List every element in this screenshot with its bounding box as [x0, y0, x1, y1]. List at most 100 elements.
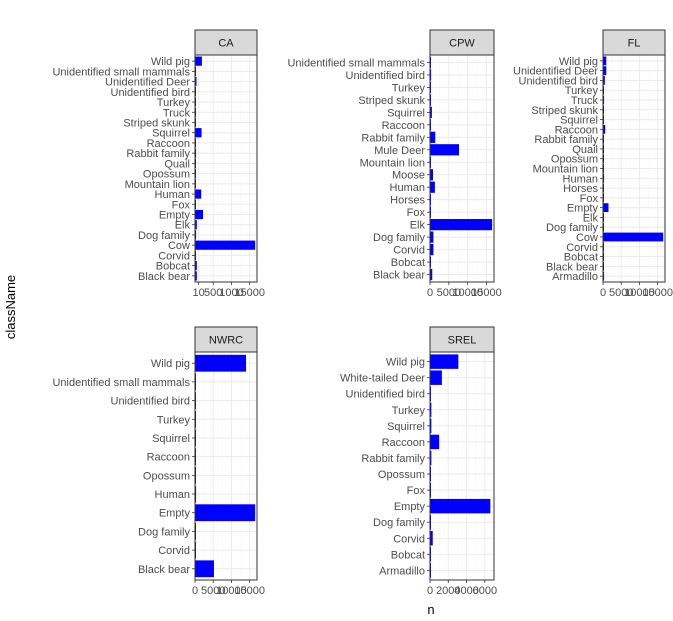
x-tick-label: 5000	[609, 287, 633, 299]
y-tick-label: Bobcat	[391, 257, 425, 269]
bar	[430, 243, 434, 256]
y-tick-label: Opossum	[551, 154, 598, 166]
y-tick-label: Squirrel	[152, 433, 190, 445]
y-tick-label: Quail	[572, 144, 598, 156]
y-tick-label: Elk	[583, 212, 599, 224]
y-tick-label: Dog family	[373, 232, 425, 244]
bar	[430, 370, 442, 385]
bar	[195, 354, 247, 372]
bar	[195, 560, 214, 578]
y-axis-title: className	[3, 275, 18, 339]
y-tick-label: Turkey	[392, 405, 426, 417]
bar	[430, 144, 459, 156]
y-tick-label: Truck	[163, 107, 191, 119]
y-tick-label: Human	[155, 189, 190, 201]
panel-border	[429, 54, 495, 283]
y-tick-label: Black bear	[138, 271, 190, 283]
x-tick-label: 0	[600, 287, 606, 299]
y-tick-label: Squirrel	[387, 421, 425, 433]
bar	[430, 354, 459, 369]
y-tick-label: Empty	[394, 501, 426, 513]
y-tick-label: Dog family	[373, 517, 425, 529]
y-tick-label: Elk	[175, 220, 191, 232]
x-tick-label: 15000	[642, 287, 673, 299]
y-tick-label: Corvid	[158, 250, 190, 262]
bar	[430, 498, 491, 514]
y-tick-label: Unidentified bird	[111, 87, 191, 99]
x-axis-title: n	[427, 602, 434, 617]
y-tick-label: Raccoon	[147, 138, 190, 150]
bar	[430, 434, 440, 450]
bar	[603, 232, 664, 242]
y-tick-label: Mule Deer	[374, 145, 425, 157]
y-tick-label: Cow	[576, 232, 598, 244]
y-tick-label: Raccoon	[147, 452, 190, 464]
y-tick-label: Armadillo	[552, 271, 598, 283]
y-tick-label: Black bear	[138, 564, 190, 576]
y-tick-label: Corvid	[566, 242, 598, 254]
x-tick-label: 10000	[624, 287, 655, 299]
facet-label-nwrc: NWRC	[209, 335, 243, 347]
y-tick-label: Unidentified bird	[111, 396, 191, 408]
x-tick-label: 0	[427, 287, 433, 299]
x-tick-label: 0	[192, 585, 198, 597]
bar	[430, 531, 433, 546]
y-tick-label: Turkey	[392, 82, 426, 94]
facet-strip-ca	[194, 29, 258, 56]
bar	[430, 402, 432, 418]
bar	[195, 56, 202, 66]
panel-border	[194, 54, 258, 283]
bar	[603, 76, 605, 85]
y-tick-label: Mountain lion	[125, 179, 190, 191]
y-tick-label: Horses	[563, 183, 598, 195]
bar	[195, 261, 197, 271]
y-tick-label: Rabbit family	[126, 148, 190, 160]
y-tick-label: Moose	[392, 170, 425, 182]
bar	[430, 69, 432, 81]
y-tick-label: Fox	[580, 193, 599, 205]
bar	[430, 450, 432, 466]
y-tick-label: Squirrel	[152, 128, 190, 140]
bar	[603, 124, 606, 134]
x-tick-label: 10000	[452, 287, 483, 299]
y-tick-label: Wild pig	[559, 56, 598, 68]
y-tick-label: Wild pig	[386, 357, 425, 369]
y-tick-label: Mountain lion	[360, 157, 425, 169]
y-tick-label: Striped skunk	[123, 117, 190, 129]
y-tick-label: Striped skunk	[531, 105, 598, 117]
y-tick-label: Opossum	[378, 469, 425, 481]
y-tick-label: Truck	[571, 95, 599, 107]
y-tick-label: Fox	[407, 485, 426, 497]
y-tick-label: Cow	[168, 240, 190, 252]
bar	[603, 66, 607, 76]
bar	[195, 271, 197, 281]
panel-background	[430, 352, 494, 580]
bar	[195, 220, 197, 230]
y-tick-label: Elk	[410, 220, 426, 232]
y-tick-label: Human	[563, 173, 598, 185]
y-tick-label: Corvid	[393, 533, 425, 545]
y-tick-label: Unidentified small mammals	[52, 377, 190, 389]
bar	[195, 128, 202, 138]
y-tick-label: Raccoon	[555, 124, 598, 136]
bar	[603, 173, 605, 183]
y-tick-label: Turkey	[157, 97, 191, 109]
bar	[430, 268, 433, 281]
y-tick-label: Bobcat	[391, 549, 425, 561]
bar	[430, 181, 435, 193]
bar	[603, 203, 609, 213]
bar	[195, 230, 197, 240]
y-tick-label: Turkey	[157, 414, 191, 426]
y-tick-label: Bobcat	[564, 252, 598, 264]
panel-background	[430, 55, 494, 282]
facet-strip-nwrc	[194, 326, 258, 353]
bar	[195, 504, 256, 522]
bar	[195, 240, 256, 250]
y-tick-label: Opossum	[143, 169, 190, 181]
y-tick-label: Empty	[567, 203, 599, 215]
y-tick-label: Armadillo	[379, 565, 425, 577]
y-tick-label: Human	[390, 182, 425, 194]
panel-border	[429, 351, 495, 581]
y-tick-label: White-tailed Deer	[340, 373, 425, 385]
y-tick-label: Opossum	[143, 470, 190, 482]
